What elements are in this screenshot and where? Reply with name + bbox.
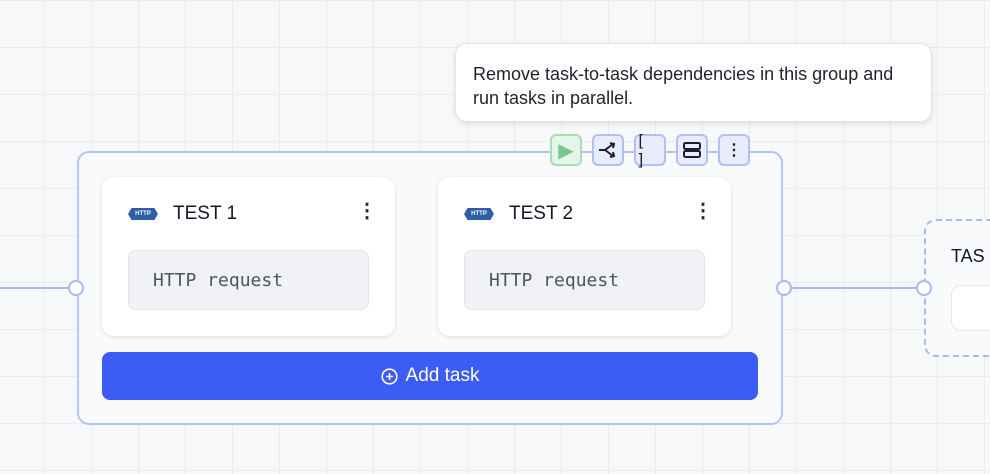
loop-button[interactable]: [ ] (634, 131, 666, 169)
group-input-port[interactable] (68, 280, 84, 296)
more-vertical-icon: ⋮ (726, 142, 742, 159)
next-group-input-port[interactable] (916, 280, 932, 296)
task-title: TEST 1 (173, 203, 238, 224)
http-icon: HTTP (128, 208, 158, 220)
next-group-card[interactable] (951, 285, 990, 331)
task-body[interactable]: HTTP request (128, 250, 369, 310)
task-more-button[interactable]: ⋮ (357, 200, 377, 222)
next-group-title: TAS (951, 246, 985, 266)
task-more-button[interactable]: ⋮ (693, 200, 713, 222)
branch-icon (599, 142, 616, 158)
parallel-button[interactable] (592, 134, 624, 166)
run-group-button[interactable]: ▶ (550, 134, 582, 166)
task-body[interactable]: HTTP request (464, 250, 705, 310)
edge-in (0, 287, 70, 289)
tooltip: Remove task-to-task dependencies in this… (455, 43, 932, 122)
plus-circle-icon (380, 367, 398, 385)
brackets-icon: [ ] (636, 131, 646, 169)
edge-out (790, 287, 924, 289)
next-task-group[interactable]: TAS (924, 219, 990, 357)
add-task-label: Add task (405, 365, 480, 386)
add-task-button[interactable]: Add task (102, 352, 758, 400)
layout-button[interactable] (676, 134, 708, 166)
play-icon: ▶ (558, 139, 574, 162)
http-icon: HTTP (464, 208, 494, 220)
task-card[interactable]: HTTP TEST 1 ⋮ HTTP request (102, 177, 395, 336)
task-title: TEST 2 (509, 203, 574, 224)
task-card[interactable]: HTTP TEST 2 ⋮ HTTP request (438, 177, 731, 336)
group-output-port[interactable] (776, 280, 792, 296)
rows-icon (683, 142, 701, 158)
group-more-button[interactable]: ⋮ (718, 134, 750, 166)
